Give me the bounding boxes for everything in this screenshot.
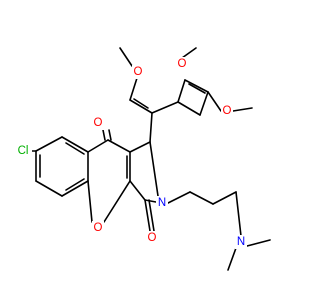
methoxy-methyl <box>119 47 133 67</box>
lactam-oxygen-label: O <box>148 232 157 244</box>
bond <box>199 91 209 116</box>
bond-to-ring-oxygen <box>103 180 131 223</box>
bond <box>61 180 89 197</box>
chlorine-atom-label: Cl <box>18 145 29 157</box>
bond <box>149 112 153 143</box>
label-bg <box>92 116 104 130</box>
double-bond-inner <box>65 142 85 155</box>
bond <box>189 191 214 205</box>
bond-to-nitrogen <box>144 199 157 203</box>
bond-lines <box>28 47 271 271</box>
bond <box>129 77 138 101</box>
bond <box>177 79 186 103</box>
label-bg <box>146 231 158 245</box>
methoxy-bond <box>207 91 222 112</box>
amine-methyl <box>227 247 237 271</box>
atom-labels: Cl O O O N N O O O <box>14 57 247 249</box>
methoxy-oxygen-left-label: O <box>134 66 143 78</box>
bond-to-amine <box>235 191 242 237</box>
bond <box>35 180 63 197</box>
amine-methyl <box>246 239 271 247</box>
carbonyl-bond <box>108 129 112 141</box>
carbonyl-bond <box>102 129 106 141</box>
ring-nitrogen-label: N <box>158 197 166 209</box>
label-bg <box>14 144 32 158</box>
methoxy-oxygen-middle-label: O <box>178 58 187 70</box>
bond <box>184 79 209 93</box>
bond-to-ring-oxygen <box>87 180 93 223</box>
label-bg <box>92 221 104 235</box>
bond <box>212 191 237 205</box>
lactam-carbonyl <box>144 199 151 232</box>
methoxy-oxygen-right-label: O <box>223 105 232 117</box>
bond <box>167 191 191 204</box>
bond <box>177 101 201 116</box>
ketone-oxygen-label: O <box>94 117 103 129</box>
label-bg <box>132 65 144 79</box>
molecule-structure: Cl O O O N N O O O <box>14 47 271 271</box>
bond-to-nitrogen <box>149 141 159 197</box>
label-bg <box>156 196 168 210</box>
bond <box>87 139 109 153</box>
methoxy-methyl <box>181 47 197 59</box>
double-bond-inner <box>133 98 149 109</box>
bond <box>129 180 146 201</box>
double-bond-inner <box>65 178 85 191</box>
lactam-carbonyl <box>148 199 155 232</box>
bond <box>61 136 89 153</box>
ring-oxygen-label: O <box>94 222 103 234</box>
bond <box>151 101 179 114</box>
bond <box>129 99 153 114</box>
label-bg <box>235 235 247 249</box>
label-bg <box>176 57 188 71</box>
methoxy-methyl <box>232 107 253 112</box>
double-bond-inner <box>188 83 206 94</box>
bond <box>129 141 151 153</box>
label-bg <box>221 104 233 118</box>
bond <box>107 139 131 153</box>
bond <box>35 136 63 152</box>
amine-nitrogen-label: N <box>237 236 245 248</box>
